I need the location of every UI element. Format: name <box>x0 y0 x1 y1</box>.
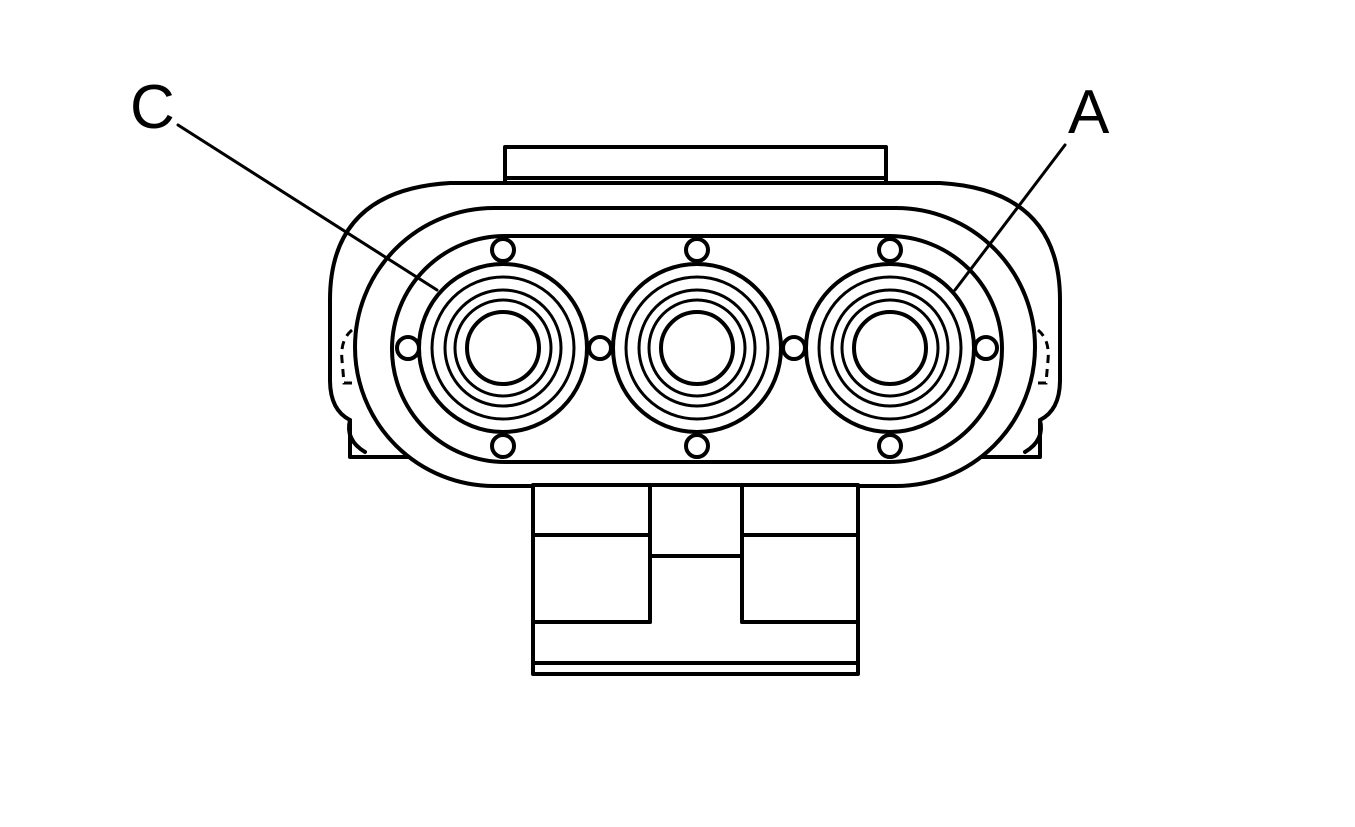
cavity-c-top-dot <box>490 237 516 263</box>
cavity-b-top-dot <box>684 237 710 263</box>
cavity-c-ring-4 <box>453 298 553 398</box>
cavity-a <box>804 237 976 459</box>
cavity-a-ring-3 <box>830 288 950 408</box>
left-latch-curve <box>347 418 367 454</box>
cavity-a-terminal-hole <box>852 310 928 386</box>
cavity-c-ring-2 <box>430 275 576 421</box>
side-dot-1 <box>395 335 421 361</box>
cavity-a-top-dot <box>877 237 903 263</box>
side-dot-4 <box>973 335 999 361</box>
cavity-c-terminal-hole <box>465 310 541 386</box>
right-hidden-latch <box>1034 328 1050 385</box>
leader-line-c <box>176 123 439 292</box>
cavity-a-ring-2 <box>817 275 963 421</box>
cavity-b-ring-3 <box>637 288 757 408</box>
left-hidden-latch <box>340 328 356 385</box>
terminal-cavities <box>395 237 999 459</box>
cavity-b-bottom-dot <box>684 433 710 459</box>
side-dot-2 <box>587 335 613 361</box>
label-c: C <box>130 73 175 142</box>
cavity-b-terminal-hole <box>659 310 735 386</box>
wire-harness-block <box>531 483 860 676</box>
cavity-b <box>611 237 783 459</box>
cavity-a-ring-4 <box>840 298 940 398</box>
side-dot-3 <box>781 335 807 361</box>
right-latch-curve <box>1023 418 1043 454</box>
cavity-c-ring-3 <box>443 288 563 408</box>
cavity-c-bottom-dot <box>490 433 516 459</box>
cavity-b-ring-4 <box>647 298 747 398</box>
label-a: A <box>1068 78 1110 147</box>
leader-line-a <box>953 143 1067 292</box>
cavity-a-bottom-dot <box>877 433 903 459</box>
cavity-b-ring-2 <box>624 275 770 421</box>
